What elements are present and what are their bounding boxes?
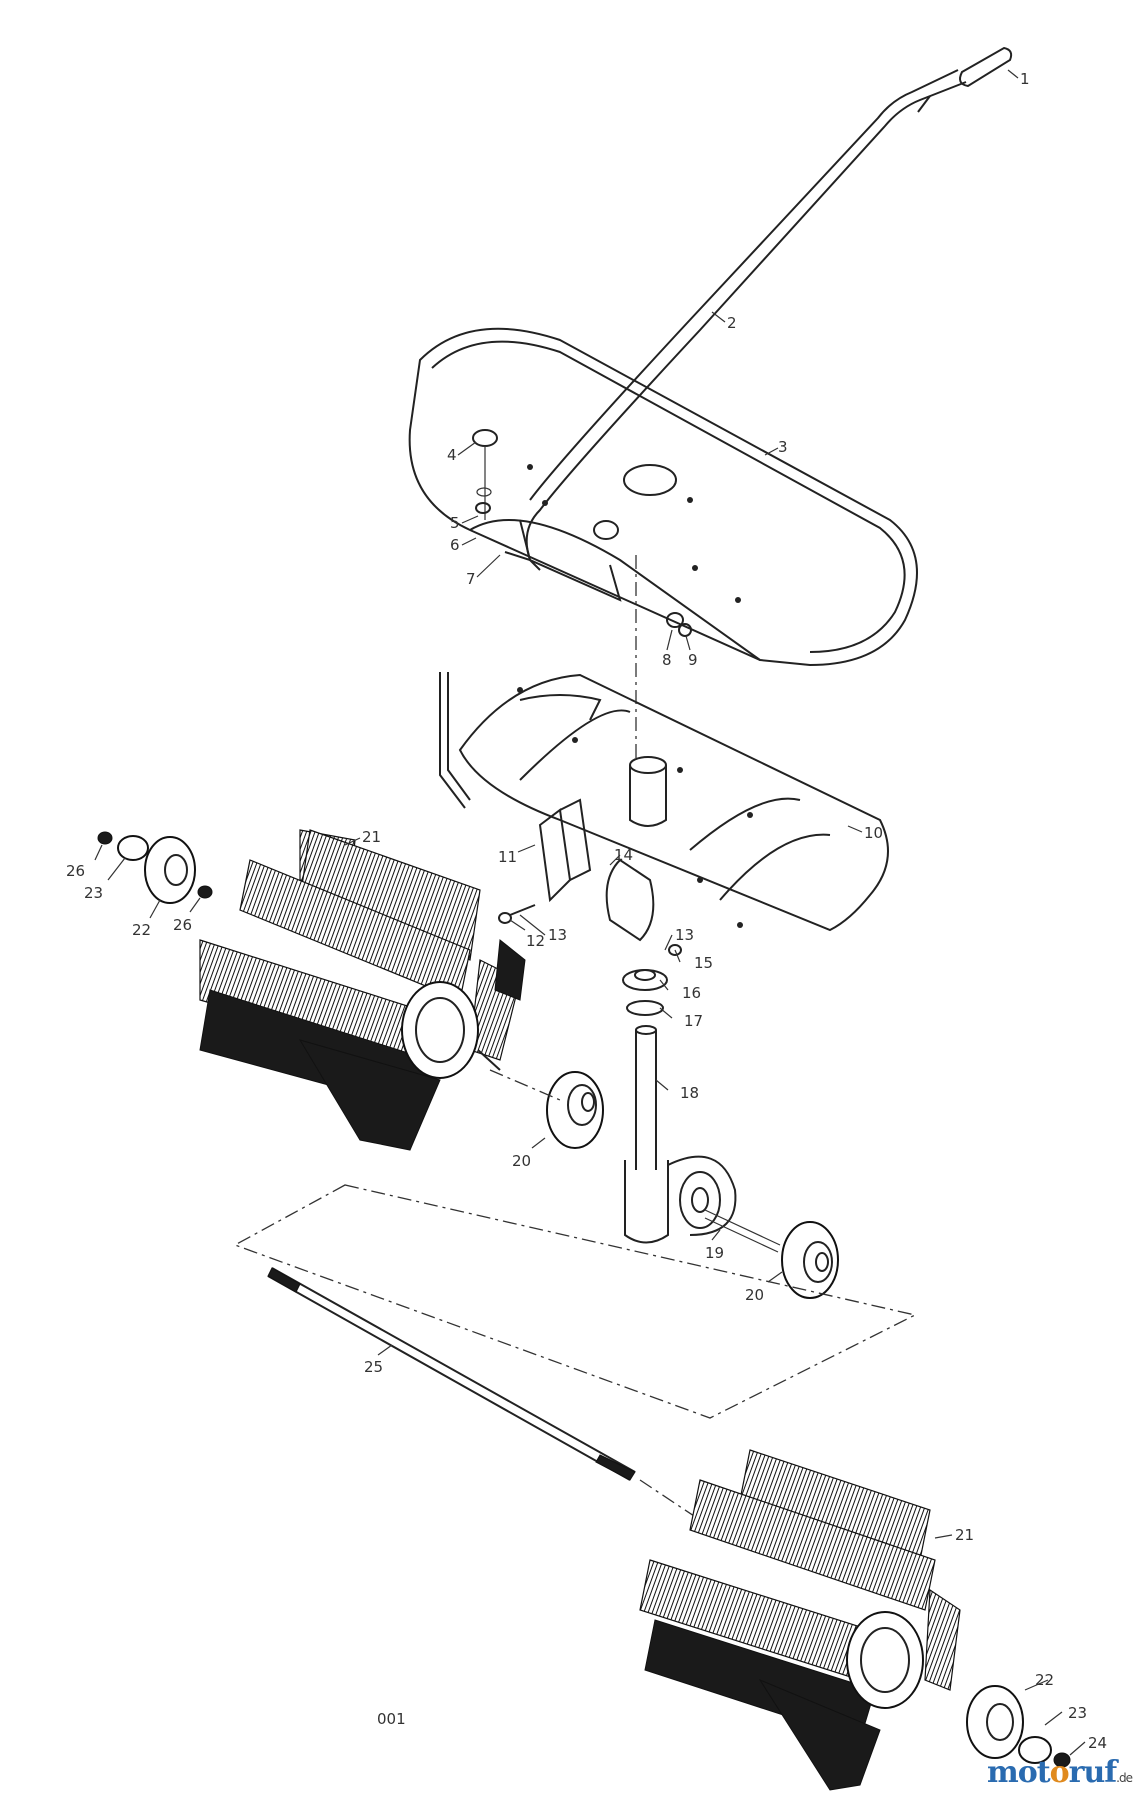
handle-bar (525, 69, 967, 561)
label-17: 17 (684, 1012, 703, 1030)
drive-column (498, 756, 781, 1253)
label-23b: 23 (1068, 1704, 1087, 1722)
label-25: 25 (364, 1358, 383, 1376)
site-watermark-logo: motoruf.de (987, 1755, 1133, 1790)
label-15: 15 (694, 954, 713, 972)
label-19: 19 (705, 1244, 724, 1262)
watermark-part-2: o (1049, 1755, 1070, 1790)
label-1: 1 (1020, 70, 1030, 88)
label-21b: 21 (955, 1526, 974, 1544)
label-20a: 20 (512, 1152, 531, 1170)
label-21a: 21 (362, 828, 381, 846)
wheel-hub-left (546, 1071, 604, 1149)
end-cap-upper-left (97, 831, 213, 904)
label-23a: 23 (84, 884, 103, 902)
label-26b: 26 (173, 916, 192, 934)
watermark-part-1: mot (987, 1755, 1051, 1790)
label-22a: 22 (132, 921, 151, 939)
label-3: 3 (778, 438, 788, 456)
label-6: 6 (450, 536, 460, 554)
deck-housing (408, 327, 918, 667)
label-13b: 13 (675, 926, 694, 944)
handle-grip (959, 46, 1013, 88)
page-number: 001 (377, 1710, 406, 1728)
label-2: 2 (727, 314, 737, 332)
end-cap-lower-right (966, 1685, 1071, 1768)
label-11: 11 (498, 848, 517, 866)
label-26a: 26 (66, 862, 85, 880)
label-7: 7 (466, 570, 476, 588)
label-5: 5 (450, 514, 460, 532)
label-16: 16 (682, 984, 701, 1002)
label-18: 18 (680, 1084, 699, 1102)
watermark-part-3: ruf (1068, 1755, 1118, 1790)
part-labels: 1 2 3 4 5 6 7 8 9 10 11 12 13 13 14 15 1… (66, 70, 1107, 1752)
axle-shaft (267, 1267, 636, 1481)
label-4: 4 (447, 446, 457, 464)
label-22b: 22 (1035, 1671, 1054, 1689)
fastener-set-upper (472, 429, 692, 637)
label-13a: 13 (548, 926, 567, 944)
label-24: 24 (1088, 1734, 1107, 1752)
brush-lower (639, 1449, 961, 1791)
watermark-suffix: .de (1116, 1771, 1133, 1785)
label-20b: 20 (745, 1286, 764, 1304)
label-8: 8 (662, 651, 672, 669)
label-12: 12 (526, 932, 545, 950)
label-10: 10 (864, 824, 883, 842)
brush-upper (199, 829, 526, 1151)
label-14: 14 (614, 846, 633, 864)
brush-cover (439, 672, 889, 932)
label-9: 9 (688, 651, 698, 669)
wheel-hub-right (781, 1221, 839, 1299)
leader-lines (94, 69, 1086, 1756)
